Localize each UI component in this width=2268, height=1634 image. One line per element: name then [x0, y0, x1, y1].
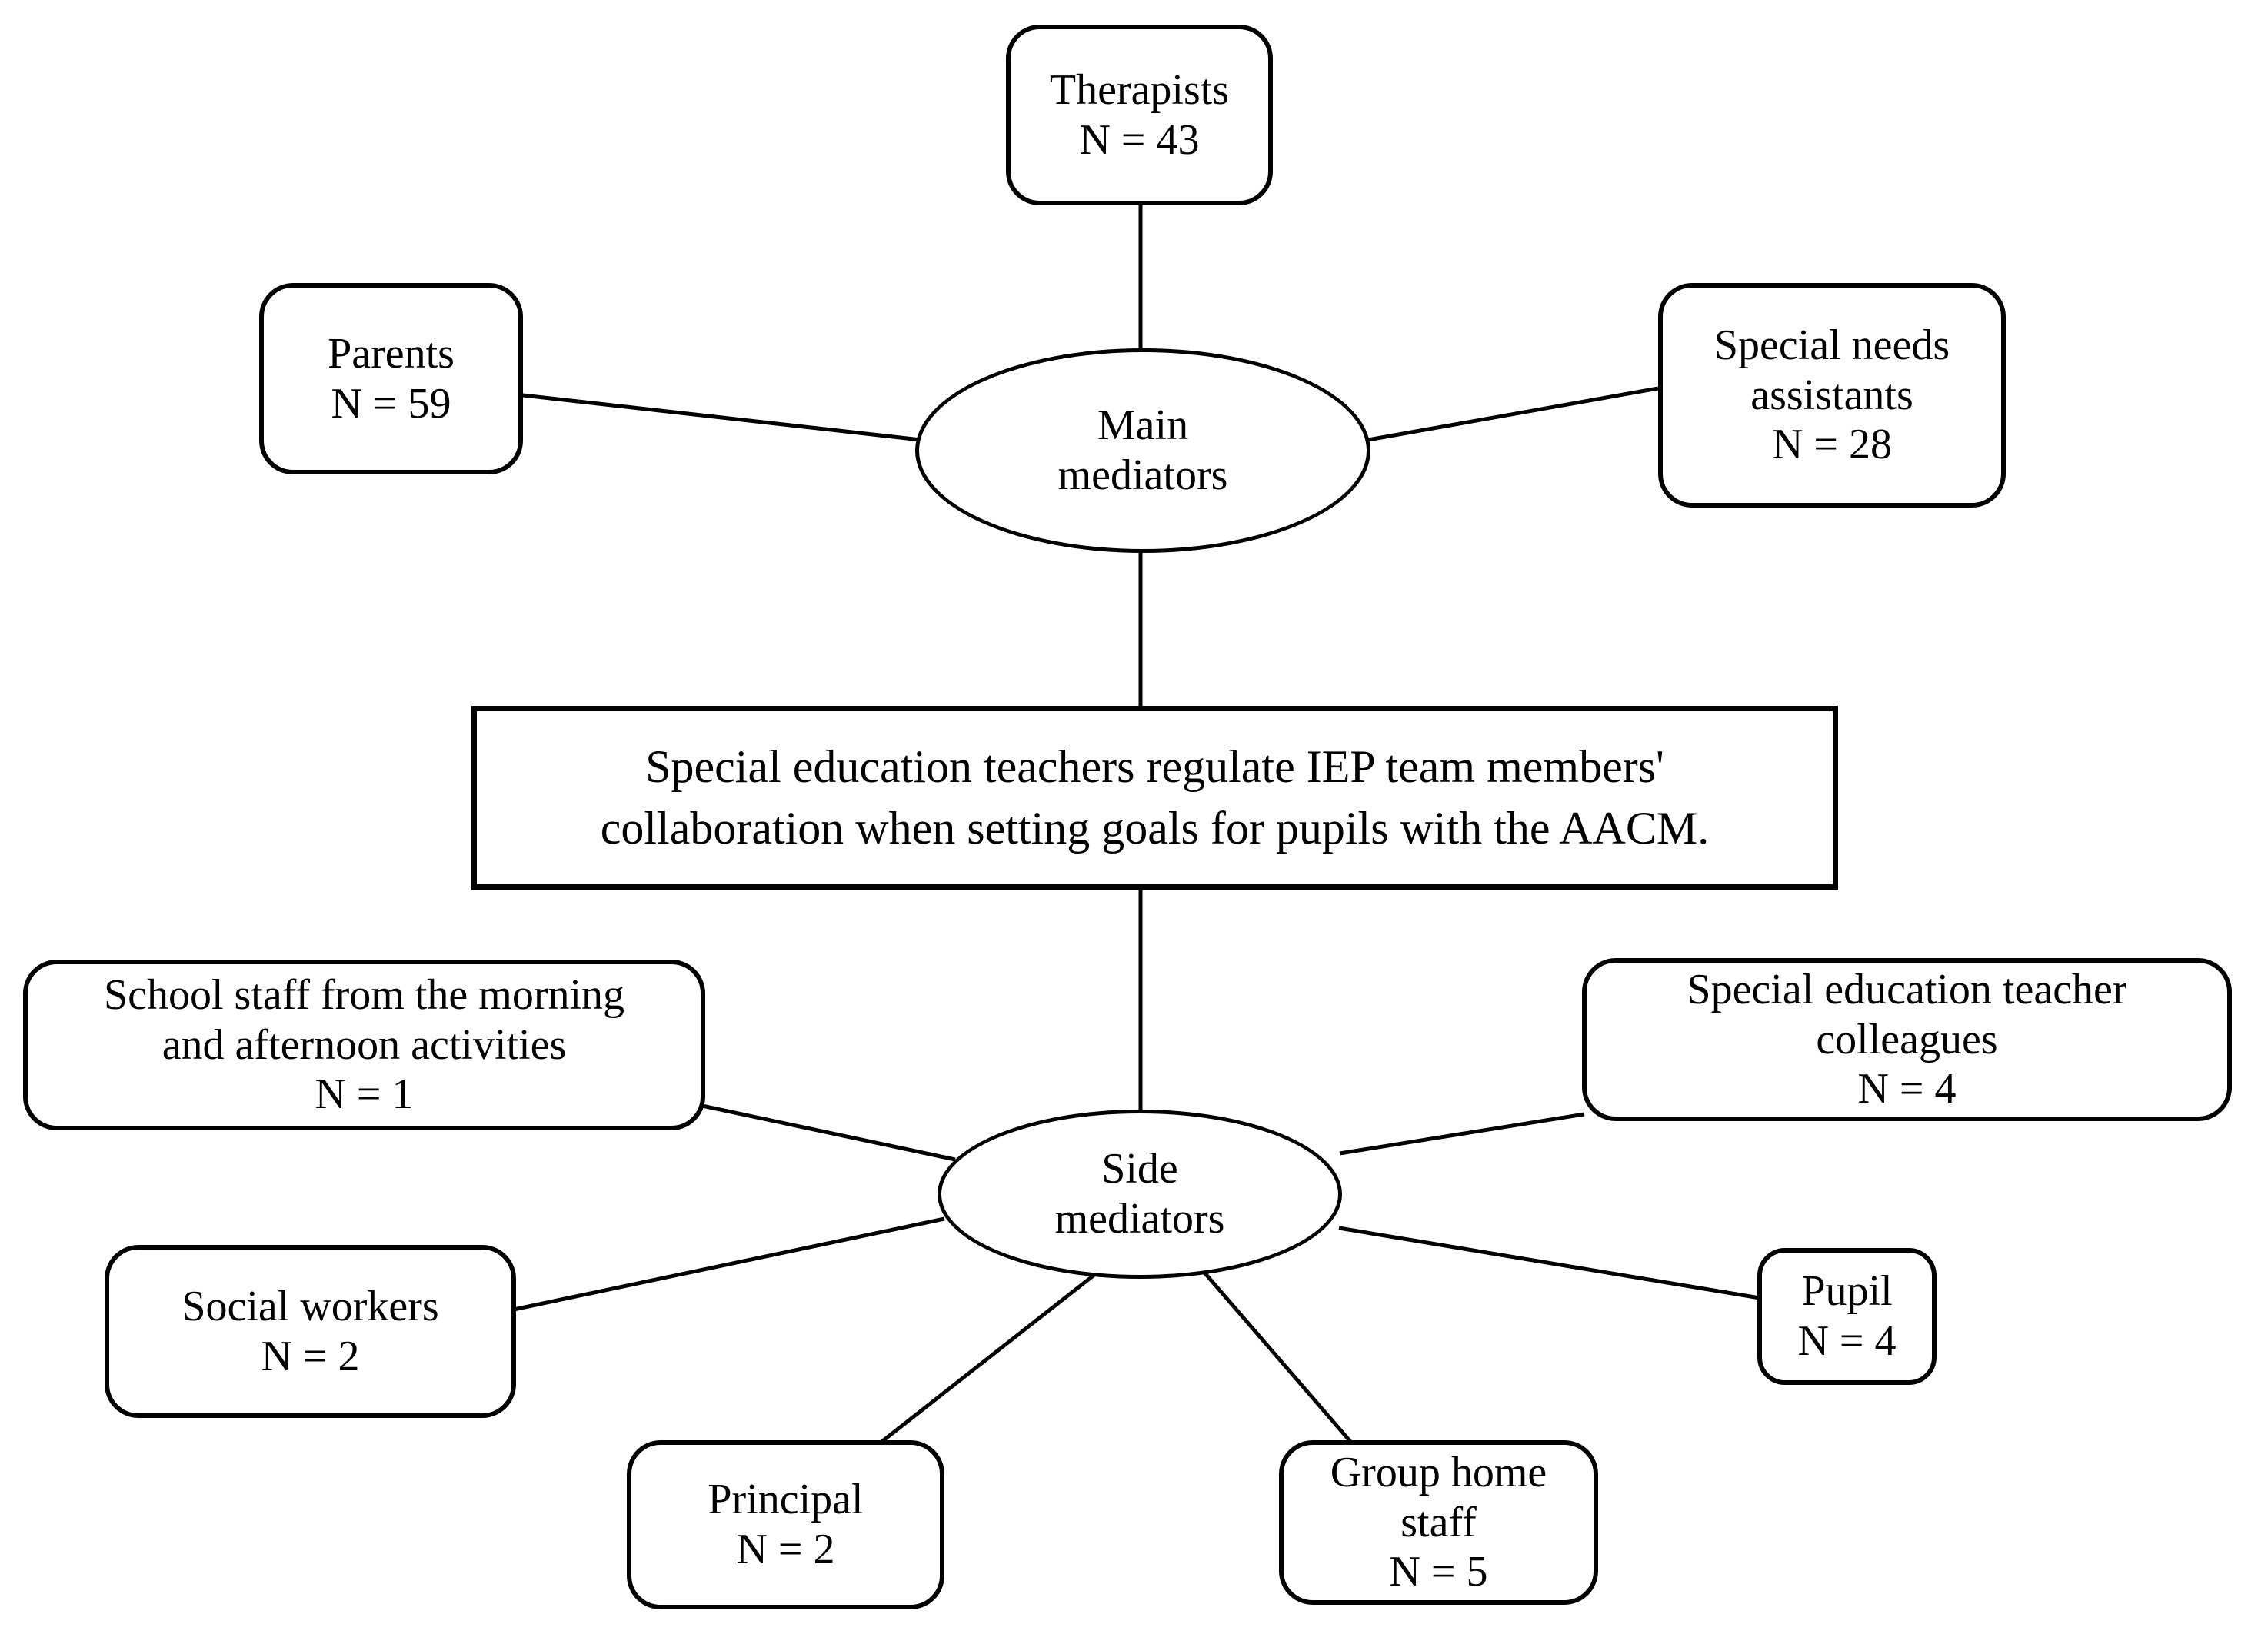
edge-social-workers-side-mediators — [513, 1216, 945, 1312]
node-label: mediators — [1057, 451, 1228, 499]
node-label: Principal — [708, 1476, 864, 1524]
node-parents: Parents N = 59 — [259, 283, 523, 474]
node-therapists: Therapists N = 43 — [1006, 25, 1273, 205]
edge-side-mediators-principal — [879, 1267, 1104, 1444]
edge-school-staff-side-mediators — [701, 1103, 956, 1162]
node-label: Side — [1101, 1145, 1178, 1193]
node-school-staff: School staff from the morning and aftern… — [23, 960, 705, 1130]
node-label: assistants — [1750, 371, 1913, 419]
node-group-home-staff: Group home staff N = 5 — [1279, 1440, 1598, 1605]
node-label: Main — [1097, 401, 1189, 450]
edge-side-mediators-pupil — [1338, 1226, 1760, 1300]
node-count: N = 5 — [1389, 1548, 1488, 1596]
node-count: N = 43 — [1079, 115, 1200, 164]
edge-side-mediators-group-home-staff — [1198, 1266, 1353, 1444]
node-label: Therapists — [1049, 65, 1230, 114]
edge-parents-main-mediators — [522, 393, 921, 442]
node-label: Special needs — [1713, 321, 1950, 369]
edge-side-mediators-colleagues — [1339, 1112, 1585, 1156]
node-special-needs-assistants: Special needs assistants N = 28 — [1658, 283, 2006, 508]
node-count: N = 2 — [261, 1332, 360, 1380]
node-side-mediators-ellipse: Side mediators — [938, 1110, 1342, 1279]
edge-special-needs-main-mediators — [1367, 386, 1659, 442]
node-main-mediators-ellipse: Main mediators — [915, 348, 1370, 553]
statement-text: Special education teachers regulate IEP … — [645, 741, 1664, 793]
node-label: staff — [1400, 1498, 1477, 1546]
node-count: N = 2 — [736, 1526, 835, 1573]
node-label: Parents — [328, 329, 455, 378]
statement-text: collaboration when setting goals for pup… — [600, 802, 1710, 854]
node-label: and afternoon activities — [162, 1020, 567, 1069]
node-label: Special education teacher — [1687, 965, 2127, 1013]
node-label: School staff from the morning — [103, 970, 625, 1019]
statement-box: Special education teachers regulate IEP … — [471, 706, 1838, 890]
node-count: N = 4 — [1857, 1065, 1957, 1113]
node-count: N = 4 — [1797, 1317, 1897, 1365]
node-label: Pupil — [1801, 1267, 1893, 1316]
node-label: Social workers — [182, 1282, 439, 1330]
node-count: N = 59 — [331, 379, 451, 428]
node-count: N = 1 — [315, 1070, 414, 1119]
node-principal: Principal N = 2 — [627, 1440, 944, 1609]
node-label: Group home — [1330, 1448, 1547, 1496]
node-social-workers: Social workers N = 2 — [105, 1245, 516, 1418]
node-label: colleagues — [1816, 1015, 1998, 1063]
node-count: N = 28 — [1771, 421, 1893, 469]
node-pupil: Pupil N = 4 — [1757, 1248, 1937, 1385]
node-teacher-colleagues: Special education teacher colleagues N =… — [1582, 958, 2232, 1121]
node-label: mediators — [1054, 1195, 1225, 1243]
